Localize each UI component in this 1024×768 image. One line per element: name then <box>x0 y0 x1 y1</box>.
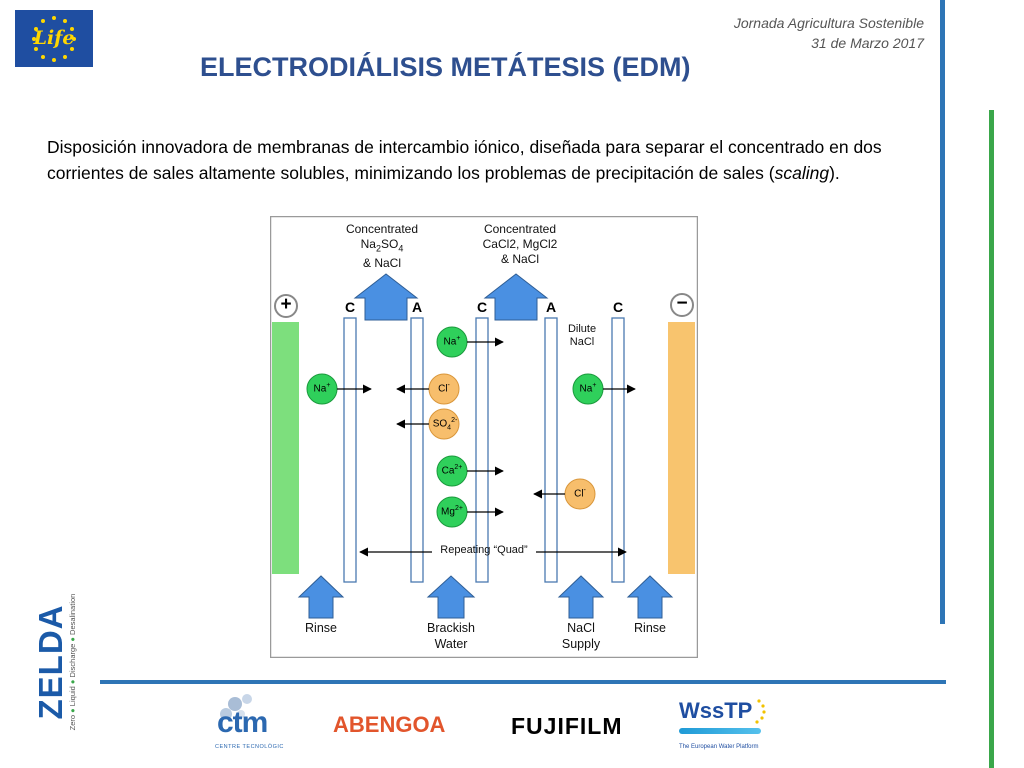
anode-symbol <box>274 294 298 318</box>
wsstp-logo: WssTP The European Water Platform <box>675 694 775 758</box>
membrane-a2 <box>544 317 558 583</box>
outlet-arrow-1 <box>353 273 419 321</box>
ion-label-na-1: Na+ <box>313 382 331 395</box>
zelda-logo: ZELDA Zero ● Liquid ● Discharge ● Desali… <box>24 592 78 732</box>
ion-label-na-2: Na+ <box>443 335 461 348</box>
ion-label-so4: SO42- <box>432 417 458 432</box>
description-text: Disposición innovadora de membranas de i… <box>47 134 897 186</box>
inlet-label-brackish: Brackish Water <box>427 621 475 651</box>
outlet-label-2: Concentrated CaCl2, MgCl2 & NaCl <box>460 222 580 267</box>
ctm-bubbles-icon <box>220 694 252 720</box>
outlet-1-line3: & NaCl <box>362 256 401 271</box>
outlet-1-line1: Concentrated <box>345 222 419 236</box>
wsstp-waves <box>679 728 761 734</box>
membrane-label-a2: A <box>545 299 557 315</box>
outlet-2-line1: Concentrated <box>483 222 557 236</box>
cathode-electrode <box>668 322 695 574</box>
edm-diagram: Concentrated Na2SO4 & NaCl Concentrated … <box>270 216 698 658</box>
dilute-label: Dilute NaCl <box>567 323 597 348</box>
event-date: 31 de Marzo 2017 <box>811 35 924 51</box>
life-logo-text: Life <box>33 27 75 49</box>
wsstp-subtitle: The European Water Platform <box>679 744 759 750</box>
ctm-subtitle: CENTRE TECNOLÒGIC <box>215 744 284 750</box>
wsstp-stars-icon <box>755 699 766 724</box>
eu-life-logo: Life <box>15 10 93 67</box>
outlet-2-line3: & NaCl <box>500 252 539 266</box>
outlet-1-line2: Na2SO4 <box>360 237 404 254</box>
inlet-arrow-rinse-left <box>297 575 345 619</box>
wsstp-name: WssTP <box>679 698 753 723</box>
anode-electrode <box>272 322 299 574</box>
membrane-c2 <box>475 317 489 583</box>
membrane-label-c2: C <box>476 299 488 315</box>
inlet-label-nacl: NaCl Supply <box>561 621 601 651</box>
inlet-arrow-brackish <box>426 575 476 619</box>
membrane-c3 <box>611 317 625 583</box>
page-title: ELECTRODIÁLISIS METÁTESIS (EDM) <box>200 52 691 82</box>
eu-stars-icon <box>32 16 76 62</box>
cathode-symbol <box>670 293 694 317</box>
inlet-arrow-nacl <box>557 575 605 619</box>
repeating-quad-label: Repeating “Quad” <box>440 544 528 556</box>
footer-divider <box>100 680 946 684</box>
edm-diagram-svg <box>270 216 698 658</box>
ion-label-cl-1: Cl- <box>438 382 450 395</box>
membrane-label-c1: C <box>344 299 356 315</box>
ion-label-ca: Ca2+ <box>441 464 463 477</box>
membrane-label-a1: A <box>411 299 423 315</box>
outlet-label-1: Concentrated Na2SO4 & NaCl <box>322 222 442 271</box>
description-italic: scaling <box>774 163 830 183</box>
membrane-label-c3: C <box>612 299 624 315</box>
inlet-arrow-rinse-right <box>626 575 674 619</box>
ctm-logo: ctm CENTRE TECNOLÒGIC <box>205 690 285 762</box>
zelda-tagline: Zero ● Liquid ● Discharge ● Desalination <box>68 593 77 731</box>
fujifilm-logo: FUJIFILM <box>511 713 623 739</box>
inlet-label-rinse-right: Rinse <box>634 621 666 635</box>
event-name: Jornada Agricultura Sostenible <box>733 15 924 31</box>
zelda-word: ZELDA <box>32 604 69 720</box>
membrane-a1 <box>410 317 424 583</box>
description-after: ). <box>829 163 840 183</box>
anode-label: + <box>280 294 292 315</box>
description-before: Disposición innovadora de membranas de i… <box>47 137 882 183</box>
ctm-name: ctm <box>217 706 268 739</box>
cathode-label: − <box>676 293 688 314</box>
membrane-c1 <box>343 317 357 583</box>
outlet-arrow-2 <box>483 273 549 321</box>
ion-label-cl-2: Cl- <box>574 487 586 500</box>
abengoa-logo: ABENGOA <box>333 712 446 737</box>
ion-label-na-3: Na+ <box>579 382 597 395</box>
accent-line-green <box>989 110 994 768</box>
accent-line-blue <box>940 0 945 624</box>
ion-label-mg: Mg2+ <box>441 505 463 518</box>
outlet-2-line2: CaCl2, MgCl2 <box>482 237 558 251</box>
inlet-label-rinse-left: Rinse <box>305 621 337 635</box>
